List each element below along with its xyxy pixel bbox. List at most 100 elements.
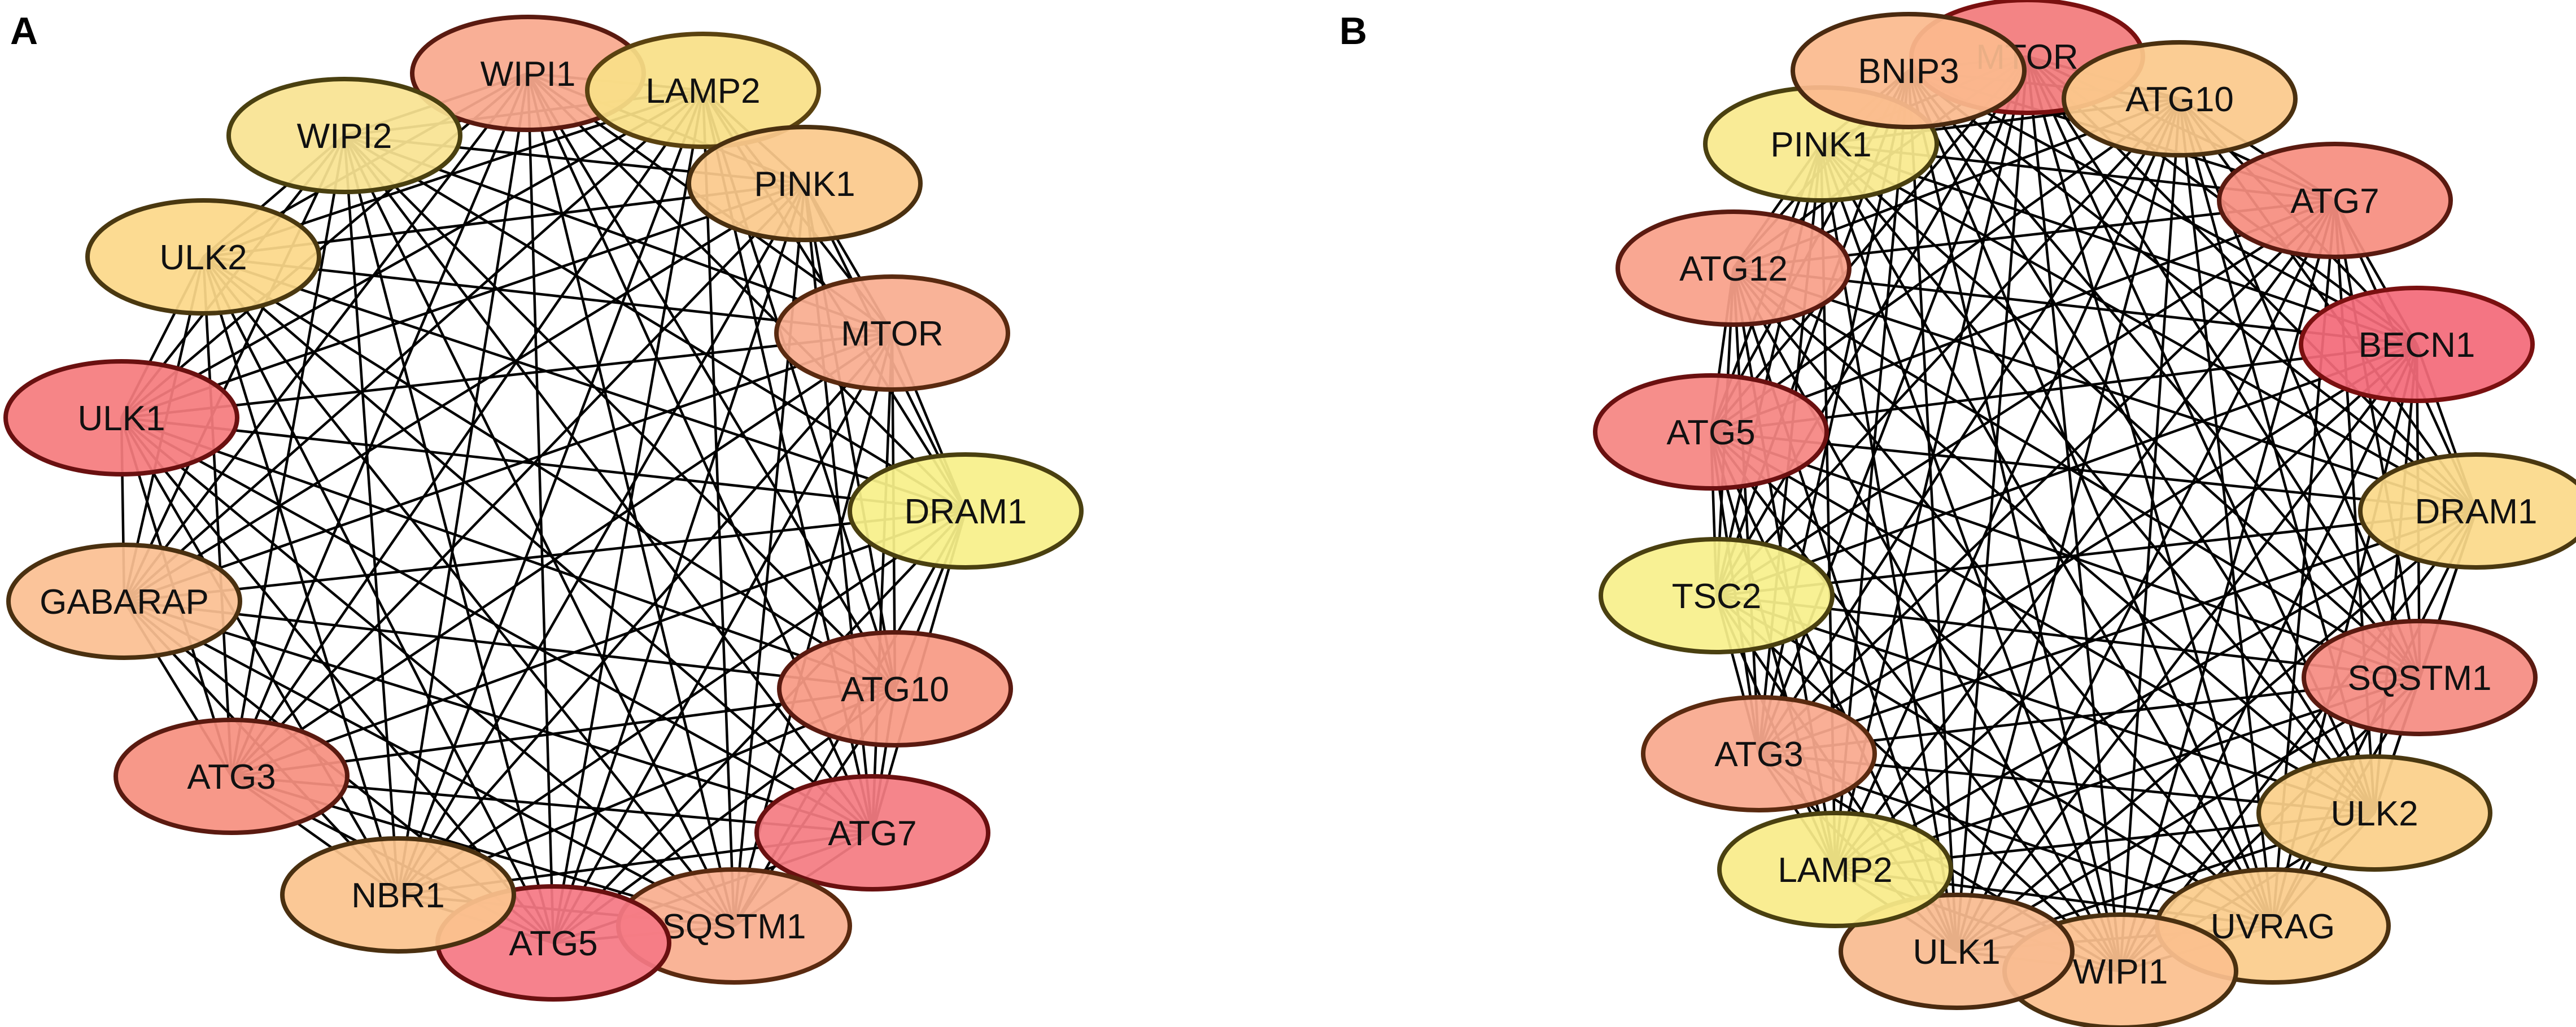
node-bnip3: BNIP3	[1791, 12, 2027, 129]
node-label: ULK2	[159, 238, 247, 277]
edge	[123, 89, 704, 602]
node-atg5: ATG5	[1593, 373, 1829, 491]
node-ellipse	[2217, 142, 2453, 259]
edge	[2119, 98, 2181, 972]
edge	[397, 182, 806, 896]
panel-label-a: A	[10, 10, 38, 53]
edge	[123, 135, 346, 602]
node-ellipse	[226, 77, 462, 194]
node-label: ATG3	[187, 758, 276, 797]
node-ellipse	[3, 359, 239, 477]
node-ellipse	[1717, 811, 1953, 928]
edge	[343, 134, 896, 690]
edge	[1716, 594, 2375, 815]
edge	[1907, 70, 2274, 927]
node-label: DRAM1	[904, 492, 1027, 531]
node-label: PINK1	[1770, 125, 1871, 164]
node-label: WIPI1	[481, 55, 576, 94]
edge	[803, 183, 897, 689]
edge	[1710, 343, 2417, 434]
edge	[120, 89, 704, 419]
edge	[2025, 56, 2122, 972]
node-ulk1: ULK1	[1839, 893, 2075, 1010]
node-lamp2: LAMP2	[1717, 811, 1953, 928]
edge	[1834, 199, 2336, 871]
node-ellipse	[1599, 537, 1835, 654]
edge	[1732, 267, 2121, 972]
node-ellipse	[848, 452, 1084, 570]
node-dram1: DRAM1	[2358, 452, 2576, 570]
edges-a	[120, 72, 967, 945]
edge	[120, 417, 399, 896]
edge	[871, 333, 894, 833]
edge	[1907, 69, 2477, 512]
edge	[202, 256, 874, 834]
edge	[1732, 267, 2274, 927]
edge	[1732, 267, 2376, 814]
node-label: GABARAP	[40, 583, 209, 622]
edge	[1715, 595, 2121, 972]
edge	[1955, 56, 2029, 952]
edge	[120, 417, 735, 927]
node-label: TSC2	[1672, 577, 1761, 616]
edge	[527, 72, 896, 690]
node-ellipse	[754, 774, 990, 891]
node-label: ATG12	[1679, 250, 1788, 289]
edge	[123, 182, 806, 602]
node-label: PINK1	[754, 165, 855, 204]
edge	[343, 135, 555, 943]
node-ulk1: ULK1	[3, 359, 239, 477]
node-label: WIPI1	[2073, 952, 2168, 991]
edge	[230, 182, 806, 777]
edge	[1710, 430, 2420, 679]
nodes-b: MTORATG10ATG7BECN1DRAM1SQSTM1ULK2UVRAGWI…	[1593, 0, 2576, 1027]
edge	[1955, 199, 2337, 952]
node-ellipse	[280, 836, 516, 954]
edge	[1820, 142, 2417, 346]
node-label: ULK1	[77, 399, 165, 438]
node-tsc2: TSC2	[1599, 537, 1835, 654]
node-becn1: BECN1	[2299, 286, 2535, 403]
node-label: MTOR	[841, 314, 943, 353]
node-atg3: ATG3	[113, 718, 350, 835]
node-ellipse	[687, 125, 923, 242]
edge	[701, 90, 736, 927]
node-label: DRAM1	[2415, 492, 2537, 531]
node-label: ATG10	[841, 670, 949, 709]
edge	[1907, 70, 2122, 972]
node-label: ATG5	[509, 924, 597, 963]
node-ellipse	[1641, 695, 1877, 812]
node-atg10: ATG10	[2062, 40, 2298, 158]
node-atg12: ATG12	[1616, 209, 1852, 327]
edge	[1710, 98, 2181, 433]
node-ellipse	[1839, 893, 2075, 1010]
node-ellipse	[774, 274, 1010, 392]
edge	[343, 135, 736, 927]
panel-b: B MTORATG10ATG7BECN1DRAM1SQSTM1ULK2UVRAG…	[1339, 0, 2576, 1027]
edge	[552, 90, 705, 943]
edge	[1820, 143, 2477, 512]
edge	[121, 416, 966, 513]
edge	[1907, 69, 2421, 679]
edge	[121, 331, 893, 419]
edge	[343, 135, 400, 895]
edge	[343, 134, 874, 834]
edge	[526, 73, 555, 943]
edge	[2333, 200, 2421, 678]
node-ellipse	[2256, 754, 2492, 872]
edge	[1710, 199, 2335, 434]
node-label: ATG5	[1666, 413, 1755, 452]
edge	[1955, 98, 2181, 952]
node-label: NBR1	[351, 876, 444, 915]
node-ellipse	[585, 32, 821, 149]
edge	[1820, 143, 2274, 927]
node-label: ULK1	[1913, 933, 2000, 972]
edge	[1710, 431, 2274, 927]
edge	[1715, 98, 2181, 597]
edge	[1907, 69, 2376, 814]
edge	[343, 134, 967, 512]
node-atg3: ATG3	[1641, 695, 1877, 812]
node-sqstm1: SQSTM1	[2302, 619, 2538, 736]
panel-label-b: B	[1339, 10, 1367, 53]
